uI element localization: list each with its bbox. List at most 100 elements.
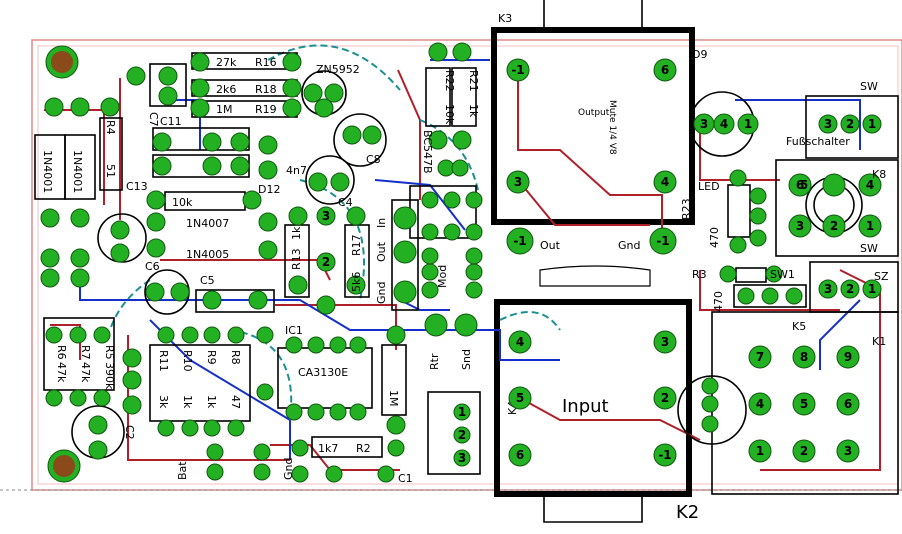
c4-label: C4: [338, 196, 353, 209]
r6-value: 47k: [55, 362, 68, 383]
mod-header: [391, 199, 419, 311]
gnd2-label: Gnd: [282, 458, 295, 480]
r16-value: 27k: [216, 56, 237, 69]
r5-ref: R5: [103, 345, 116, 360]
r4-body: [99, 117, 123, 191]
svg-text:1: 1: [744, 117, 752, 131]
out-left-label: Out: [375, 241, 388, 262]
led-label: LED: [698, 180, 720, 193]
sw-box-top: [805, 95, 899, 159]
out-label: Out: [540, 239, 561, 252]
d4-label: 1N4001: [71, 150, 84, 193]
r21-ref: R21: [467, 70, 480, 92]
svg-text:4: 4: [756, 397, 764, 411]
k3-label: K3: [498, 12, 512, 25]
gnd-left-label: Gnd: [375, 282, 388, 304]
r17-ref: R17: [350, 234, 363, 256]
r23-value: 470: [708, 227, 721, 248]
c2-label: C2: [123, 425, 136, 440]
svg-text:3: 3: [824, 117, 832, 131]
svg-text:6: 6: [844, 397, 852, 411]
r8-ref: R8: [229, 350, 242, 365]
ic-ref: IC1: [285, 324, 303, 337]
k8-box: [775, 159, 899, 257]
r23-body: [727, 184, 751, 238]
mount-hole-bl-drill: [53, 455, 75, 477]
c5-label: C5: [200, 274, 215, 287]
k5-label: K5: [792, 320, 806, 333]
svg-text:1: 1: [866, 219, 874, 233]
r18-value: 2k6: [216, 83, 236, 96]
sw-body: [427, 391, 481, 475]
c6-label: C6: [145, 260, 160, 273]
svg-text:4: 4: [516, 335, 524, 349]
r19-ref: R19: [255, 103, 277, 116]
r8-value: 47: [229, 395, 242, 409]
r22-ref: R22: [443, 70, 456, 92]
svg-text:5: 5: [800, 397, 808, 411]
svg-text:2: 2: [458, 428, 466, 442]
input-label: Input: [562, 396, 609, 417]
svg-text:8: 8: [800, 350, 808, 364]
svg-text:2: 2: [661, 391, 669, 405]
output-jack-body: [491, 27, 695, 225]
svg-text:-1: -1: [513, 234, 526, 248]
r9-value: 1k: [205, 395, 218, 409]
sw-k8-label: SW: [860, 242, 878, 255]
svg-text:3: 3: [458, 451, 466, 465]
c4-ring: [305, 155, 355, 205]
r16-ref: R16: [255, 56, 277, 69]
output-side-text: Mute 1/4 V8: [607, 100, 617, 155]
svg-text:3: 3: [796, 219, 804, 233]
c8-label: C8: [366, 153, 381, 166]
footswitch-label: Fußschalter: [786, 135, 850, 148]
r17-value: 5k6: [350, 272, 363, 292]
r19-value: 1M: [216, 103, 233, 116]
diode-d4-body: [64, 134, 96, 200]
n1-label: 1N4007: [186, 217, 229, 230]
c1-label: C1: [398, 472, 413, 485]
r3-ref: R3: [692, 268, 707, 281]
c11-label: C11: [160, 115, 182, 128]
mount-hole-tl-drill: [51, 51, 73, 73]
sz-label: SZ: [874, 270, 889, 283]
zn-label: ZN5952: [316, 63, 360, 76]
svg-text:1: 1: [868, 117, 876, 131]
r1-value: 1M: [387, 390, 400, 407]
svg-text:6: 6: [516, 448, 524, 462]
k8-label: K8: [872, 168, 886, 181]
r11-value: 3k: [157, 395, 170, 409]
mod-label: Mod: [436, 265, 449, 288]
svg-text:3: 3: [514, 175, 522, 189]
in-left-label: In: [375, 218, 388, 228]
board-outline: [31, 39, 902, 491]
r2-body: [311, 436, 383, 458]
c5-box: [195, 289, 275, 313]
r3-value: 470: [712, 291, 725, 312]
svg-text:6: 6: [796, 178, 804, 192]
r7-ref: R7: [79, 345, 92, 360]
r13-value: 1k: [290, 226, 303, 240]
svg-text:-1: -1: [658, 448, 671, 462]
sw-top-label: SW: [860, 80, 878, 93]
svg-text:9: 9: [844, 350, 852, 364]
ic-label: CA3130E: [298, 366, 348, 379]
svg-text:1: 1: [458, 405, 466, 419]
k1-label: K1: [872, 335, 886, 348]
r12-label: 10k: [172, 196, 193, 209]
r4-ref: R4: [104, 120, 117, 135]
svg-text:4: 4: [720, 117, 728, 131]
d9-label: D9: [692, 48, 707, 61]
r22-body: [425, 67, 451, 127]
input-connector-shape: [539, 265, 651, 287]
r5-value: 390k: [103, 362, 116, 390]
r23-ref: R23: [680, 198, 693, 220]
ic1-body: [277, 347, 373, 409]
sw1-label: SW1: [770, 268, 795, 281]
svg-text:4: 4: [661, 175, 669, 189]
r1-body: [381, 344, 407, 416]
r11-ref: R11: [157, 350, 170, 372]
svg-text:5: 5: [516, 391, 524, 405]
